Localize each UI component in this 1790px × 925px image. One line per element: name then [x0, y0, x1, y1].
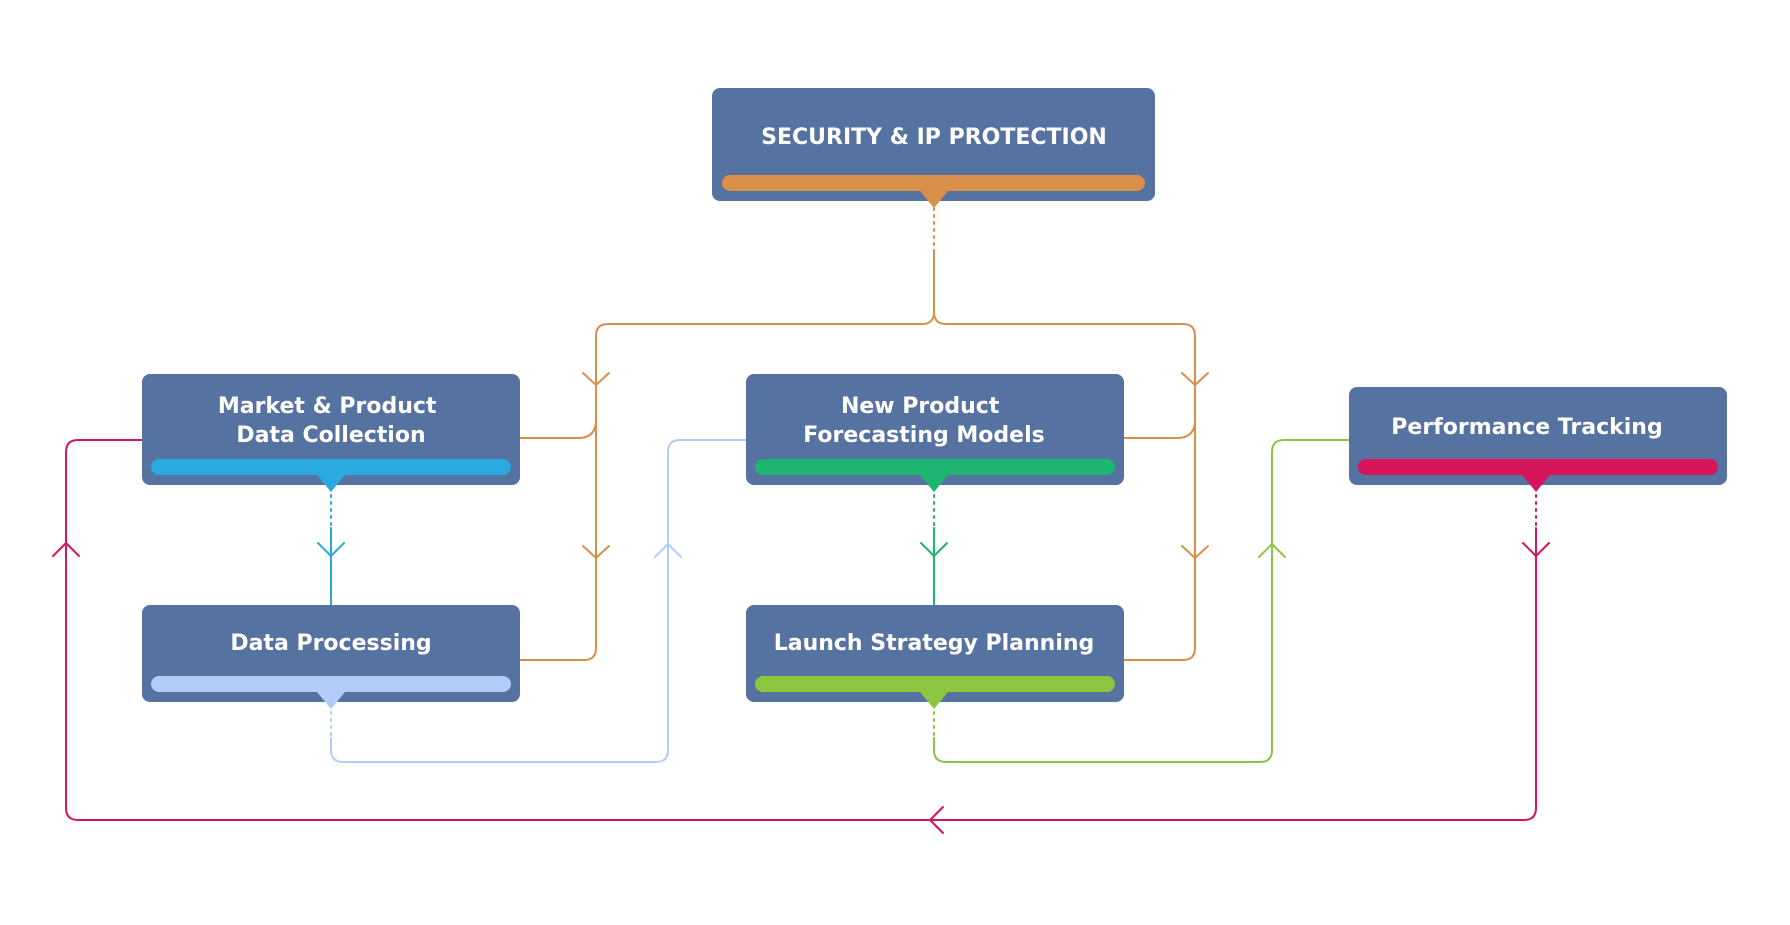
- node-security: SECURITY & IP PROTECTION: [712, 88, 1155, 208]
- accent-bar-processing: [151, 676, 511, 692]
- node-title-security: SECURITY & IP PROTECTION: [761, 125, 1107, 150]
- node-launch: Launch Strategy Planning: [746, 605, 1124, 709]
- node-processing: Data Processing: [142, 605, 520, 709]
- connector-launch-to-performance: [933, 439, 1350, 763]
- node-title-market: Market & Product Data Collection: [218, 394, 444, 448]
- connector-performance-to-market: [52, 439, 1550, 834]
- accent-bar-market: [151, 459, 511, 475]
- accent-bar-security: [722, 175, 1145, 191]
- accent-pointer-performance: [1522, 475, 1550, 492]
- connector-security-to-market-and-processing: [519, 207, 935, 661]
- connector-forecast-to-launch: [920, 487, 948, 606]
- accent-bar-performance: [1358, 459, 1718, 475]
- connector-security-to-forecast-and-launch: [933, 311, 1209, 661]
- accent-bar-launch: [755, 676, 1115, 692]
- node-title-launch: Launch Strategy Planning: [774, 631, 1095, 656]
- accent-pointer-security: [920, 191, 948, 208]
- node-market: Market & Product Data Collection: [142, 374, 520, 492]
- accent-pointer-forecast: [920, 475, 948, 492]
- node-title-forecast: New Product Forecasting Models: [803, 394, 1044, 448]
- node-forecast: New Product Forecasting Models: [746, 374, 1124, 492]
- accent-bar-forecast: [755, 459, 1115, 475]
- node-title-processing: Data Processing: [230, 631, 431, 656]
- node-performance: Performance Tracking: [1349, 387, 1727, 492]
- accent-pointer-processing: [317, 692, 345, 709]
- node-title-performance: Performance Tracking: [1391, 415, 1662, 440]
- connector-processing-to-forecast: [330, 439, 747, 763]
- accent-pointer-launch: [920, 692, 948, 709]
- connector-market-to-processing: [317, 487, 345, 606]
- accent-pointer-market: [317, 475, 345, 492]
